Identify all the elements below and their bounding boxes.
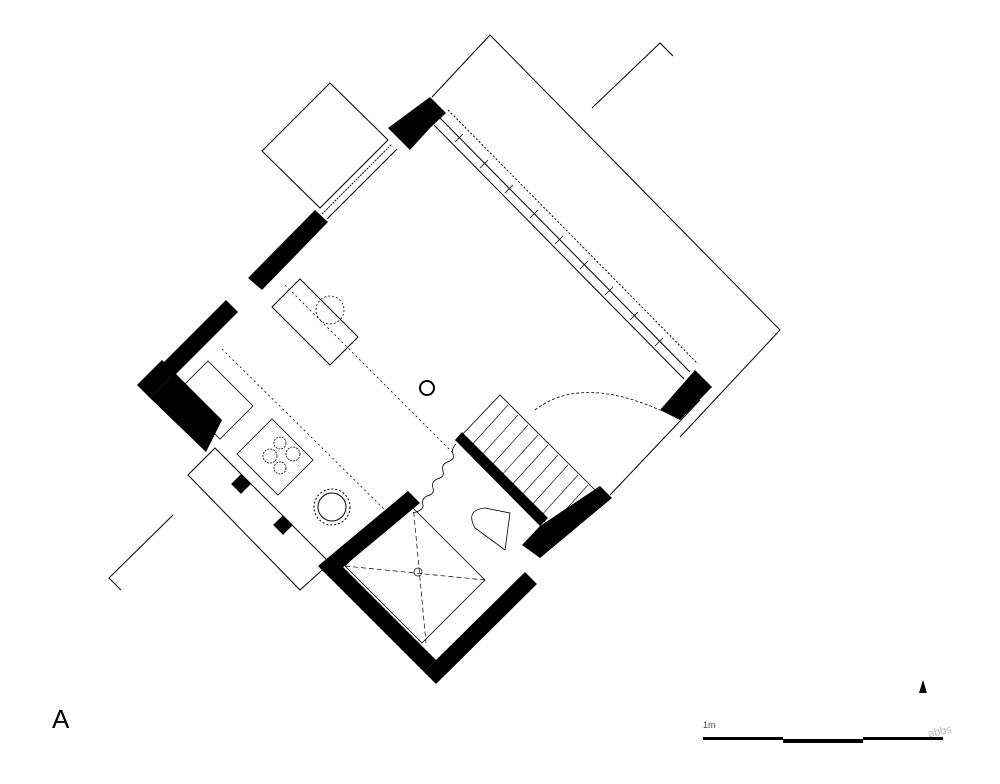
scale-bar <box>703 737 943 743</box>
north-arrow-icon <box>919 680 927 693</box>
section-cut-line-bottom <box>108 514 174 591</box>
toilet <box>471 507 511 551</box>
walls <box>137 97 712 684</box>
column <box>419 380 435 396</box>
curtain <box>412 443 457 514</box>
entry-deck-outline <box>261 82 389 209</box>
door-swing <box>534 392 661 411</box>
round-table <box>313 488 351 526</box>
terrace-outline <box>431 34 781 438</box>
hob-burners <box>262 436 301 475</box>
section-cut-line-top <box>591 42 674 109</box>
scale-label: 1m <box>703 720 716 730</box>
dining-table <box>271 278 359 366</box>
kitchen-counter-outline <box>187 447 331 591</box>
section-marker: A <box>52 704 70 734</box>
hob <box>236 418 314 496</box>
